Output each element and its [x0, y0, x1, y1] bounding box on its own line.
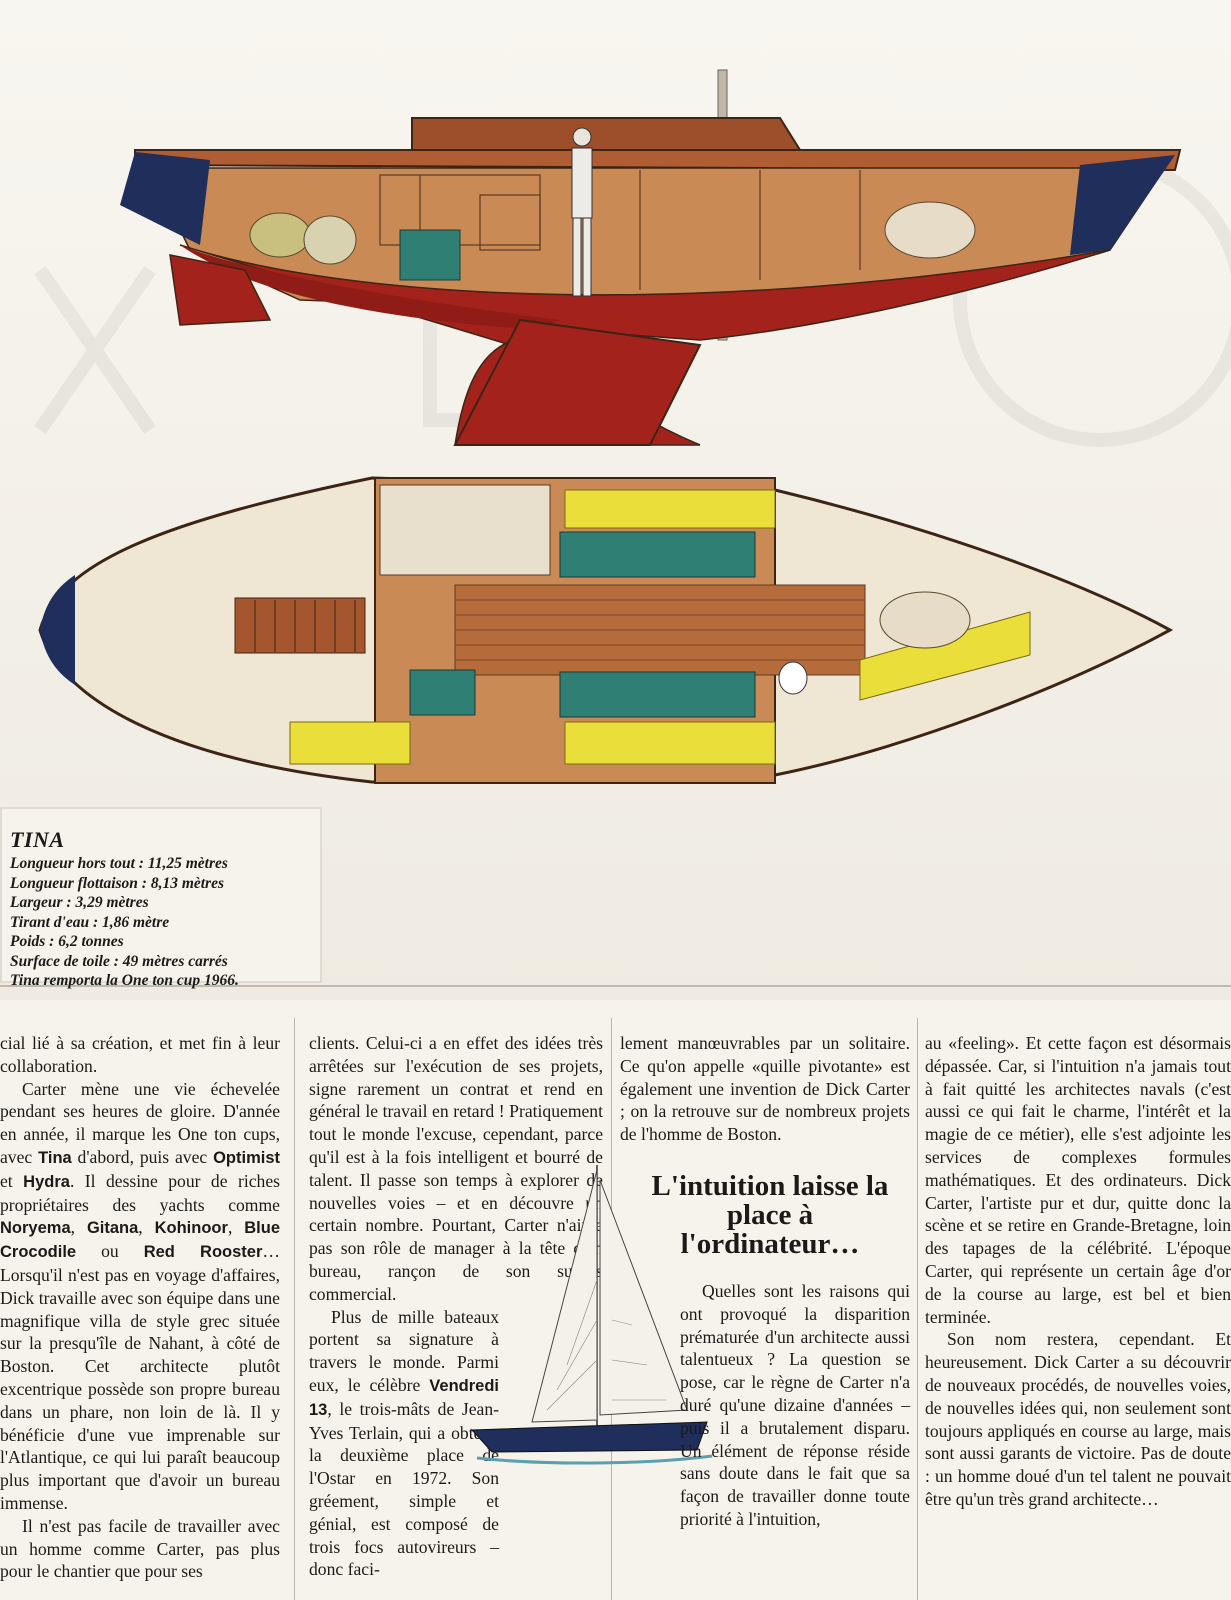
article-column-3: lement manœuvrables par un solitaire. Ce…	[620, 1032, 910, 1146]
paragraph: lement manœuvrables par un solitaire. Ce…	[620, 1033, 910, 1145]
boat-name-optimist: Optimist	[213, 1148, 280, 1167]
plan-view	[38, 476, 1174, 784]
spec-caption: TINA Longueur hors tout : 11,25 mètres L…	[10, 826, 310, 991]
article-column-2: clients. Celui-ci a en effet des idées t…	[309, 1032, 603, 1581]
article-column-4: au «feeling». Et cette façon est désorma…	[925, 1032, 1231, 1511]
boat-name-kohinoor: Kohinoor	[154, 1219, 228, 1238]
article-column-1: cial lié à sa création, et met fin à leu…	[0, 1032, 280, 1583]
paragraph: Son nom restera, cependant. Et heureusem…	[925, 1329, 1231, 1509]
spec-line: Surface de toile : 49 mètres carrés	[10, 952, 228, 970]
paragraph: clients. Celui-ci a en effet des idées t…	[309, 1033, 603, 1304]
boat-name-blue-crocodile: Blue Crocodile	[0, 1219, 281, 1262]
side-elevation	[120, 69, 1182, 446]
boat-name-hydra: Hydra	[23, 1172, 70, 1191]
boat-name-noryema: Noryema	[0, 1219, 71, 1238]
paragraph: au «feeling». Et cette façon est désorma…	[925, 1033, 1231, 1327]
boat-name-vendredi-13: Vendredi 13	[309, 1376, 499, 1419]
boat-name-gitana: Gitana	[86, 1219, 139, 1238]
boat-name-red-rooster: Red Rooster	[143, 1243, 263, 1262]
boat-illustration: TINA Longueur hors tout : 11,25 mètres L…	[0, 0, 1231, 1000]
crew-figure	[571, 127, 593, 297]
boat-name: TINA	[10, 827, 65, 852]
section-heading: L'intuition laisse la place à l'ordinate…	[651, 1170, 889, 1260]
paragraph: Quelles sont les raisons qui ont provoqu…	[680, 1281, 910, 1529]
paragraph: Carter mène une vie échevelée pendant se…	[0, 1078, 281, 1513]
spec-line: Longueur hors tout : 11,25 mètres	[10, 855, 228, 872]
paragraph: Plus de mille bateaux portent sa signatu…	[309, 1306, 499, 1580]
spec-line: Largeur : 3,29 mètres	[10, 894, 149, 911]
paragraph: cial lié à sa création, et met fin à leu…	[0, 1033, 280, 1076]
paragraph: Il n'est pas facile de travailler avec u…	[0, 1515, 280, 1582]
boat-name-tina: Tina	[38, 1148, 72, 1167]
spec-line: Longueur flottaison : 8,13 mètres	[10, 874, 225, 892]
spec-box	[0, 807, 322, 983]
column-rule	[294, 1018, 295, 1600]
spec-line: Poids : 6,2 tonnes	[10, 933, 124, 950]
sailboat-sketch	[470, 1165, 713, 1465]
spec-line: Tina remporta la One ton cup 1966.	[10, 972, 239, 989]
column-rule	[917, 1018, 918, 1600]
boat-drawings	[0, 69, 1231, 987]
spec-line: Tirant d'eau : 1,86 mètre	[10, 913, 170, 931]
